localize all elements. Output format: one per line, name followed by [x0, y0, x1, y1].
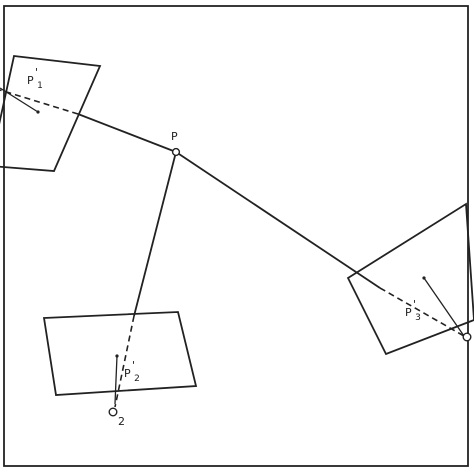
projection-label-2-prime: ': [132, 359, 135, 372]
projection-label-3-index: 3: [415, 313, 421, 323]
projection-label-1-index: 1: [37, 81, 43, 91]
camera-center-2-marker: [108, 407, 118, 417]
projection-label-3-prime: ': [413, 298, 416, 311]
projection-dot-3: [422, 276, 426, 280]
projection-label-2: P 2: [124, 367, 140, 384]
projection-label-2-index: 2: [134, 374, 140, 384]
ray-p-to-view-3-dashed: [379, 287, 465, 337]
projection-segment-1: [0, 87, 39, 113]
ray-p-to-plane-3: [175, 151, 381, 289]
projection-label-3: P 3: [405, 306, 421, 323]
point-p-marker: [171, 147, 181, 157]
projection-segment-2: [114, 355, 118, 405]
ray-p-to-view-2-dashed: [114, 315, 135, 408]
projection-segment-3: [423, 277, 465, 337]
image-plane-3: [346, 202, 474, 356]
camera-center-3-marker: [462, 332, 472, 342]
point-p-label: P: [171, 130, 178, 143]
image-plane-1: [0, 55, 102, 172]
ray-p-to-plane-2: [133, 151, 177, 317]
projection-label-1-letter: P: [27, 74, 34, 87]
ray-p-to-plane-1: [77, 113, 177, 153]
projection-label-3-letter: P: [405, 306, 412, 319]
projection-dot-1: [36, 110, 40, 114]
figure-frame: [3, 5, 469, 467]
projection-label-1: P 1: [27, 74, 43, 91]
projection-label-1-prime: ': [35, 66, 38, 79]
ray-p-to-view-1-dashed: [0, 89, 79, 115]
image-plane-2: [42, 311, 198, 396]
projection-label-2-letter: P: [124, 367, 131, 380]
camera-center-2-label: 2: [118, 415, 125, 428]
projection-dot-2: [115, 354, 119, 358]
